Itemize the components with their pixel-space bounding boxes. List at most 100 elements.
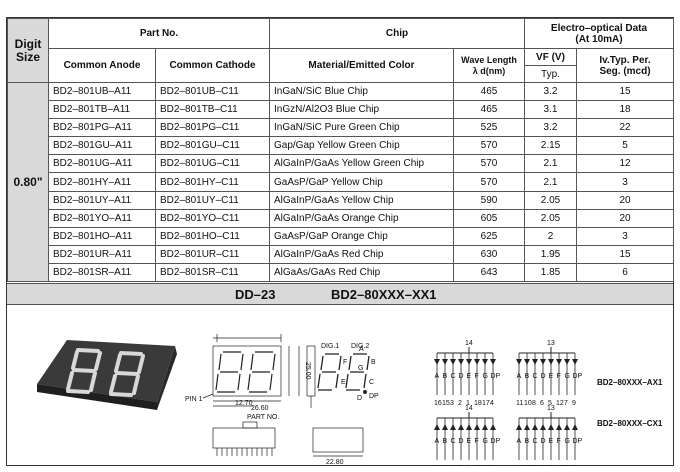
common-anode-cell: BD2–801SR–A11 — [48, 262, 156, 283]
cx-digit2-pin-number: 6 — [540, 465, 544, 466]
cx-digit1-segment-letter: C — [451, 438, 456, 445]
ax-digit1-pin-number: 4 — [490, 400, 494, 407]
ax-digit2-led-diode — [556, 359, 562, 365]
vf-cell: 1.85 — [524, 262, 577, 283]
ax-digit2-segment-letter: F — [557, 373, 561, 380]
dim-pitch: 12.70 — [235, 400, 253, 407]
header-material: Material/Emitted Color — [269, 48, 454, 83]
ax-digit2-segment-letter: E — [549, 373, 554, 380]
vf-cell: 2.1 — [524, 154, 577, 174]
model-cx: BD2–80XXX–CX1 — [597, 419, 663, 428]
common-cathode-cell: BD2–801PG–C11 — [155, 118, 270, 138]
ax-digit2-segment-letter: G — [565, 373, 570, 380]
iv-cell: 22 — [576, 118, 674, 138]
ax-digit1-led-diode — [490, 359, 496, 365]
common-anode-cell: BD2–801TB–A11 — [48, 100, 156, 120]
dim-width: 26.60 — [251, 405, 269, 412]
header-iv: Iv.Typ. Per. Seg. (mcd) — [576, 48, 674, 83]
wave-length-cell: 643 — [453, 262, 525, 283]
ax-digit1-pin-number: 16 — [434, 400, 442, 407]
cx-digit1-led-diode — [490, 424, 496, 430]
cx-digit2-led-diode — [572, 424, 578, 430]
ax-digit1-led-diode — [450, 359, 456, 365]
ax-digit2-pin-number: 7 — [564, 400, 568, 407]
cx-digit2-segment-letter: E — [549, 438, 554, 445]
ax-digit1-led-diode — [458, 359, 464, 365]
material-cell: Gap/Gap Yellow Green Chip — [269, 136, 454, 156]
cx-digit1-segment-letter: B — [443, 438, 448, 445]
ax-digit1-common-pin: 14 — [465, 340, 473, 347]
common-anode-cell: BD2–801PG–A11 — [48, 118, 156, 138]
ax-digit1-pin-number: 1 — [466, 400, 470, 407]
common-cathode-cell: BD2–801UB–C11 — [155, 81, 270, 102]
cx-digit2-pin-number: 11 — [516, 465, 523, 466]
vf-cell: 2.05 — [524, 190, 577, 210]
ax-digit1-segment-letter: D — [459, 373, 464, 380]
ax-digit1-segment-letter: E — [467, 373, 472, 380]
vf-cell: 2.1 — [524, 172, 577, 192]
material-cell: AlGaInP/GaAs Yellow Chip — [269, 190, 454, 210]
cx-digit2-pin-number: 5 — [548, 465, 552, 466]
vf-cell: 3.1 — [524, 100, 577, 120]
drawings-panel: 26.60 12.70 25.00 PIN 1 DIG.1 DIG.2 ABCD… — [37, 334, 663, 466]
cx-digit2-common-pin: 13 — [547, 405, 555, 412]
model-ax: BD2–80XXX–AX1 — [597, 378, 663, 387]
vf-cell: 1.95 — [524, 244, 577, 264]
product-photo — [37, 340, 177, 410]
cx-digit1-common-pin: 14 — [465, 405, 473, 412]
iv-cell: 5 — [576, 136, 674, 156]
cx-digit1-led-diode — [482, 424, 488, 430]
ax-digit2-led-diode — [524, 359, 530, 365]
header-vf: VF (V) — [524, 48, 577, 66]
cx-digit2-segment-letter: G — [565, 438, 570, 445]
header-wave-length: Wave Length λ d(nm) — [453, 48, 525, 83]
material-cell: InGzN/Al2O3 Blue Chip — [269, 100, 454, 120]
segment-label: G — [358, 365, 363, 372]
common-anode-cell: BD2–801HO–A11 — [48, 226, 156, 246]
vf-cell: 2 — [524, 226, 577, 246]
ax-digit2-led-diode — [572, 359, 578, 365]
cx-digit1-pin-number: 18 — [474, 465, 482, 466]
common-anode-cell: BD2–801UY–A11 — [48, 190, 156, 210]
ax-digit2-common-pin: 13 — [547, 340, 555, 347]
cx-digit2-pin-number: 7 — [564, 465, 568, 466]
cx-digit1-pin-number: 16 — [434, 465, 442, 466]
wave-length-cell: 525 — [453, 118, 525, 138]
cx-digit2-pin-number: 12 — [556, 465, 564, 466]
vf-cell: 2.05 — [524, 208, 577, 228]
header-chip: Chip — [269, 18, 525, 49]
cx-digit2-led-diode — [524, 424, 530, 430]
header-common-cathode: Common Cathode — [155, 48, 270, 83]
ax-digit1-led-diode — [474, 359, 480, 365]
cx-digit1-segment-letter: G — [483, 438, 488, 445]
ax-digit2-pin-number: 12 — [556, 400, 564, 407]
ax-digit1-pin-number: 2 — [458, 400, 462, 407]
cx-digit1-segment-letter: DP — [491, 438, 501, 445]
cx-digit2-led-diode — [548, 424, 554, 430]
segment-label: B — [371, 359, 376, 366]
vf-cell: 3.2 — [524, 81, 577, 102]
cx-digit2-led-diode — [540, 424, 546, 430]
dig2-label: DIG.2 — [351, 343, 369, 350]
common-cathode-cell: BD2–801HY–C11 — [155, 172, 270, 192]
wave-length-cell: 605 — [453, 208, 525, 228]
ax-digit2-segment-letter: C — [533, 373, 538, 380]
wave-length-cell: 570 — [453, 154, 525, 174]
wave-length-cell: 630 — [453, 244, 525, 264]
cx-digit2-segment-letter: F — [557, 438, 561, 445]
ax-digit2-segment-letter: DP — [573, 373, 583, 380]
datasheet: Digit Size Part No. Chip Electro–optical… — [6, 17, 674, 466]
ax-digit2-pin-number: 5 — [548, 400, 552, 407]
segment-label: E — [341, 379, 346, 386]
material-cell: InGaN/SiC Pure Green Chip — [269, 118, 454, 138]
cx-digit1-led-diode — [466, 424, 472, 430]
cx-digit2-segment-letter: B — [525, 438, 530, 445]
ax-digit1-pin-number: 18 — [474, 400, 482, 407]
common-cathode-cell: BD2–801TB–C11 — [155, 100, 270, 120]
header-common-anode: Common Anode — [48, 48, 156, 83]
common-cathode-cell: BD2–801SR–C11 — [155, 262, 270, 283]
